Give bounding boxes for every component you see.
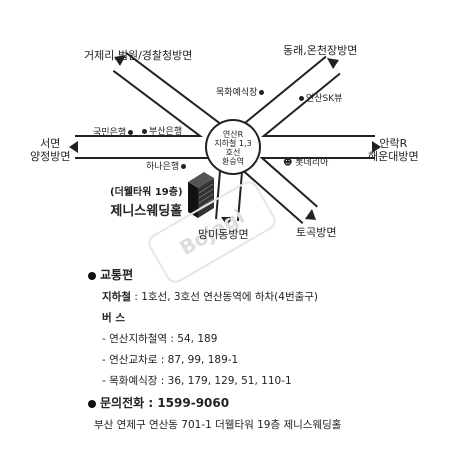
destination-top-left: 거제리,법원/경찰청방면 — [84, 49, 193, 62]
landmark-mokhwa: 목화예식장 — [216, 88, 266, 98]
subway-row: 지하철 : 1호선, 3호선 연산동역에 하차(4번출구) — [102, 291, 319, 303]
destination-left: 서면 양정방면 — [30, 137, 70, 163]
bus-line: - 연산교차로 : 87, 99, 189-1 — [102, 354, 239, 366]
subway-label: 지하철 — [102, 291, 131, 303]
landmark-hana: 하나은행 — [146, 162, 188, 172]
destination-bottom: 망미동방면 — [198, 228, 249, 241]
destination-right-line1: 안락R — [379, 137, 408, 150]
landmark-dot-icon — [142, 129, 147, 134]
landmark-hana-label: 하나은행 — [146, 162, 180, 172]
landmark-kookmin: 국민은행 — [93, 128, 135, 138]
address: 부산 연제구 연산동 701-1 더웰타워 19층 제니스웨딩홀 — [94, 419, 342, 431]
landmark-mokhwa-label: 목화예식장 — [216, 88, 258, 98]
direction-arrows — [69, 55, 381, 226]
building-icon — [188, 172, 214, 218]
phone-label: 문의전화 : — [100, 396, 154, 410]
landmark-dot-icon — [181, 164, 187, 169]
arrow-top-right-icon — [327, 58, 339, 69]
arrow-bottom-right-icon — [305, 209, 316, 220]
arrow-right-icon — [372, 141, 381, 153]
destination-left-line1: 서면 — [40, 137, 61, 150]
arrow-bottom-icon — [221, 217, 233, 226]
destination-right: 안락R 해운대방면 — [368, 137, 419, 163]
hub-line2: 지하철 1,3 호선 — [214, 139, 252, 157]
destination-right-line2: 해운대방면 — [368, 150, 419, 163]
roundabout — [207, 121, 259, 173]
landmark-dot-icon — [128, 130, 134, 135]
bullet-icon — [88, 272, 96, 280]
bus-line: - 목화예식장 : 36, 179, 129, 51, 110-1 — [102, 375, 292, 387]
landmark-lotteria: ☻ 롯데리아 — [283, 158, 328, 168]
subway-text: 1호선, 3호선 연산동역에 하차(4번출구) — [141, 291, 319, 303]
roundabout-label: 연산R 지하철 1,3 호선 환승역 — [210, 130, 256, 166]
bus-label: 버 스 — [102, 312, 125, 324]
landmark-busan: 부산은행 — [140, 127, 182, 137]
directions-info: 교통편 지하철 : 1호선, 3호선 연산동역에 하차(4번출구) 버 스 - … — [88, 266, 433, 438]
bus-line: - 연산지하철역 : 54, 189 — [102, 333, 218, 345]
phone-heading: 문의전화 : 1599-9060 — [88, 394, 433, 411]
transport-heading: 교통편 — [88, 266, 433, 283]
transport-title: 교통편 — [100, 268, 134, 282]
hub-line3: 환승역 — [221, 157, 245, 166]
bullet-icon — [88, 400, 96, 408]
arrow-top-left-icon — [114, 55, 126, 66]
landmark-dot-icon — [299, 96, 304, 101]
location-map: Bojagi 거제리,법원/경찰청방면 동래,온천장방면 서면 양정방면 안락R… — [30, 44, 419, 287]
destination-bottom-right: 토곡방면 — [296, 226, 337, 239]
landmark-lotteria-label: 롯데리아 — [295, 158, 329, 168]
venue-floor: (더웰타워 19층) — [110, 187, 183, 198]
venue-label: (더웰타워 19층) 제니스웨딩홀 — [110, 183, 183, 219]
landmark-sk: 연산SK뷰 — [297, 94, 342, 104]
landmark-dot-icon — [259, 90, 265, 95]
destination-top-right: 동래,온천장방면 — [283, 44, 358, 57]
road-network — [69, 52, 381, 226]
lotteria-icon: ☻ — [283, 158, 293, 168]
hub-line1: 연산R — [222, 130, 244, 139]
landmark-sk-label: 연산SK뷰 — [306, 94, 343, 104]
phone-number: 1599-9060 — [157, 396, 230, 410]
venue-name: 제니스웨딩홀 — [110, 204, 183, 219]
arrow-left-icon — [69, 141, 78, 153]
landmark-kookmin-label: 국민은행 — [93, 128, 127, 138]
landmark-busan-label: 부산은행 — [149, 127, 183, 137]
destination-left-line2: 양정방면 — [30, 150, 71, 163]
